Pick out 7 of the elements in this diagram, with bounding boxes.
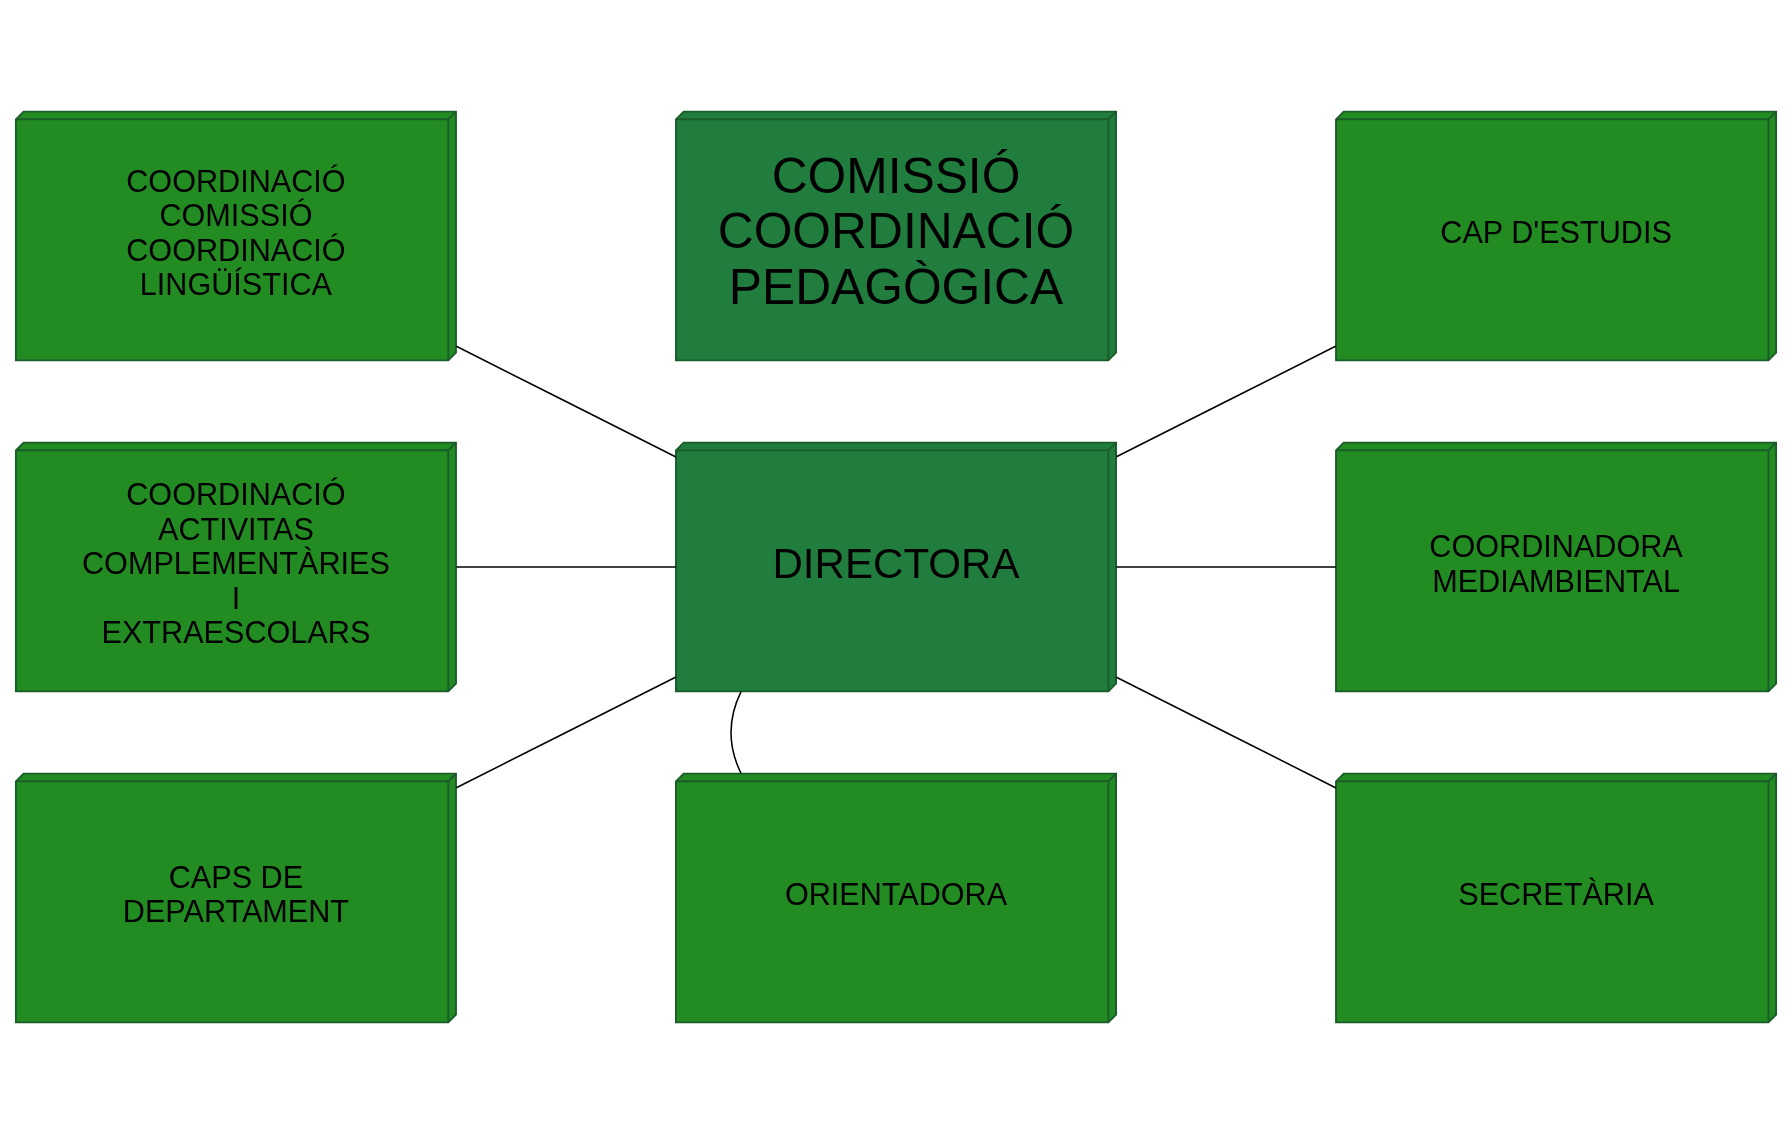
connector <box>730 690 742 774</box>
connector <box>455 344 677 458</box>
connector <box>1115 565 1337 568</box>
connector <box>455 565 677 568</box>
connector <box>1115 675 1337 789</box>
connector <box>1115 344 1337 458</box>
connector <box>455 675 677 789</box>
